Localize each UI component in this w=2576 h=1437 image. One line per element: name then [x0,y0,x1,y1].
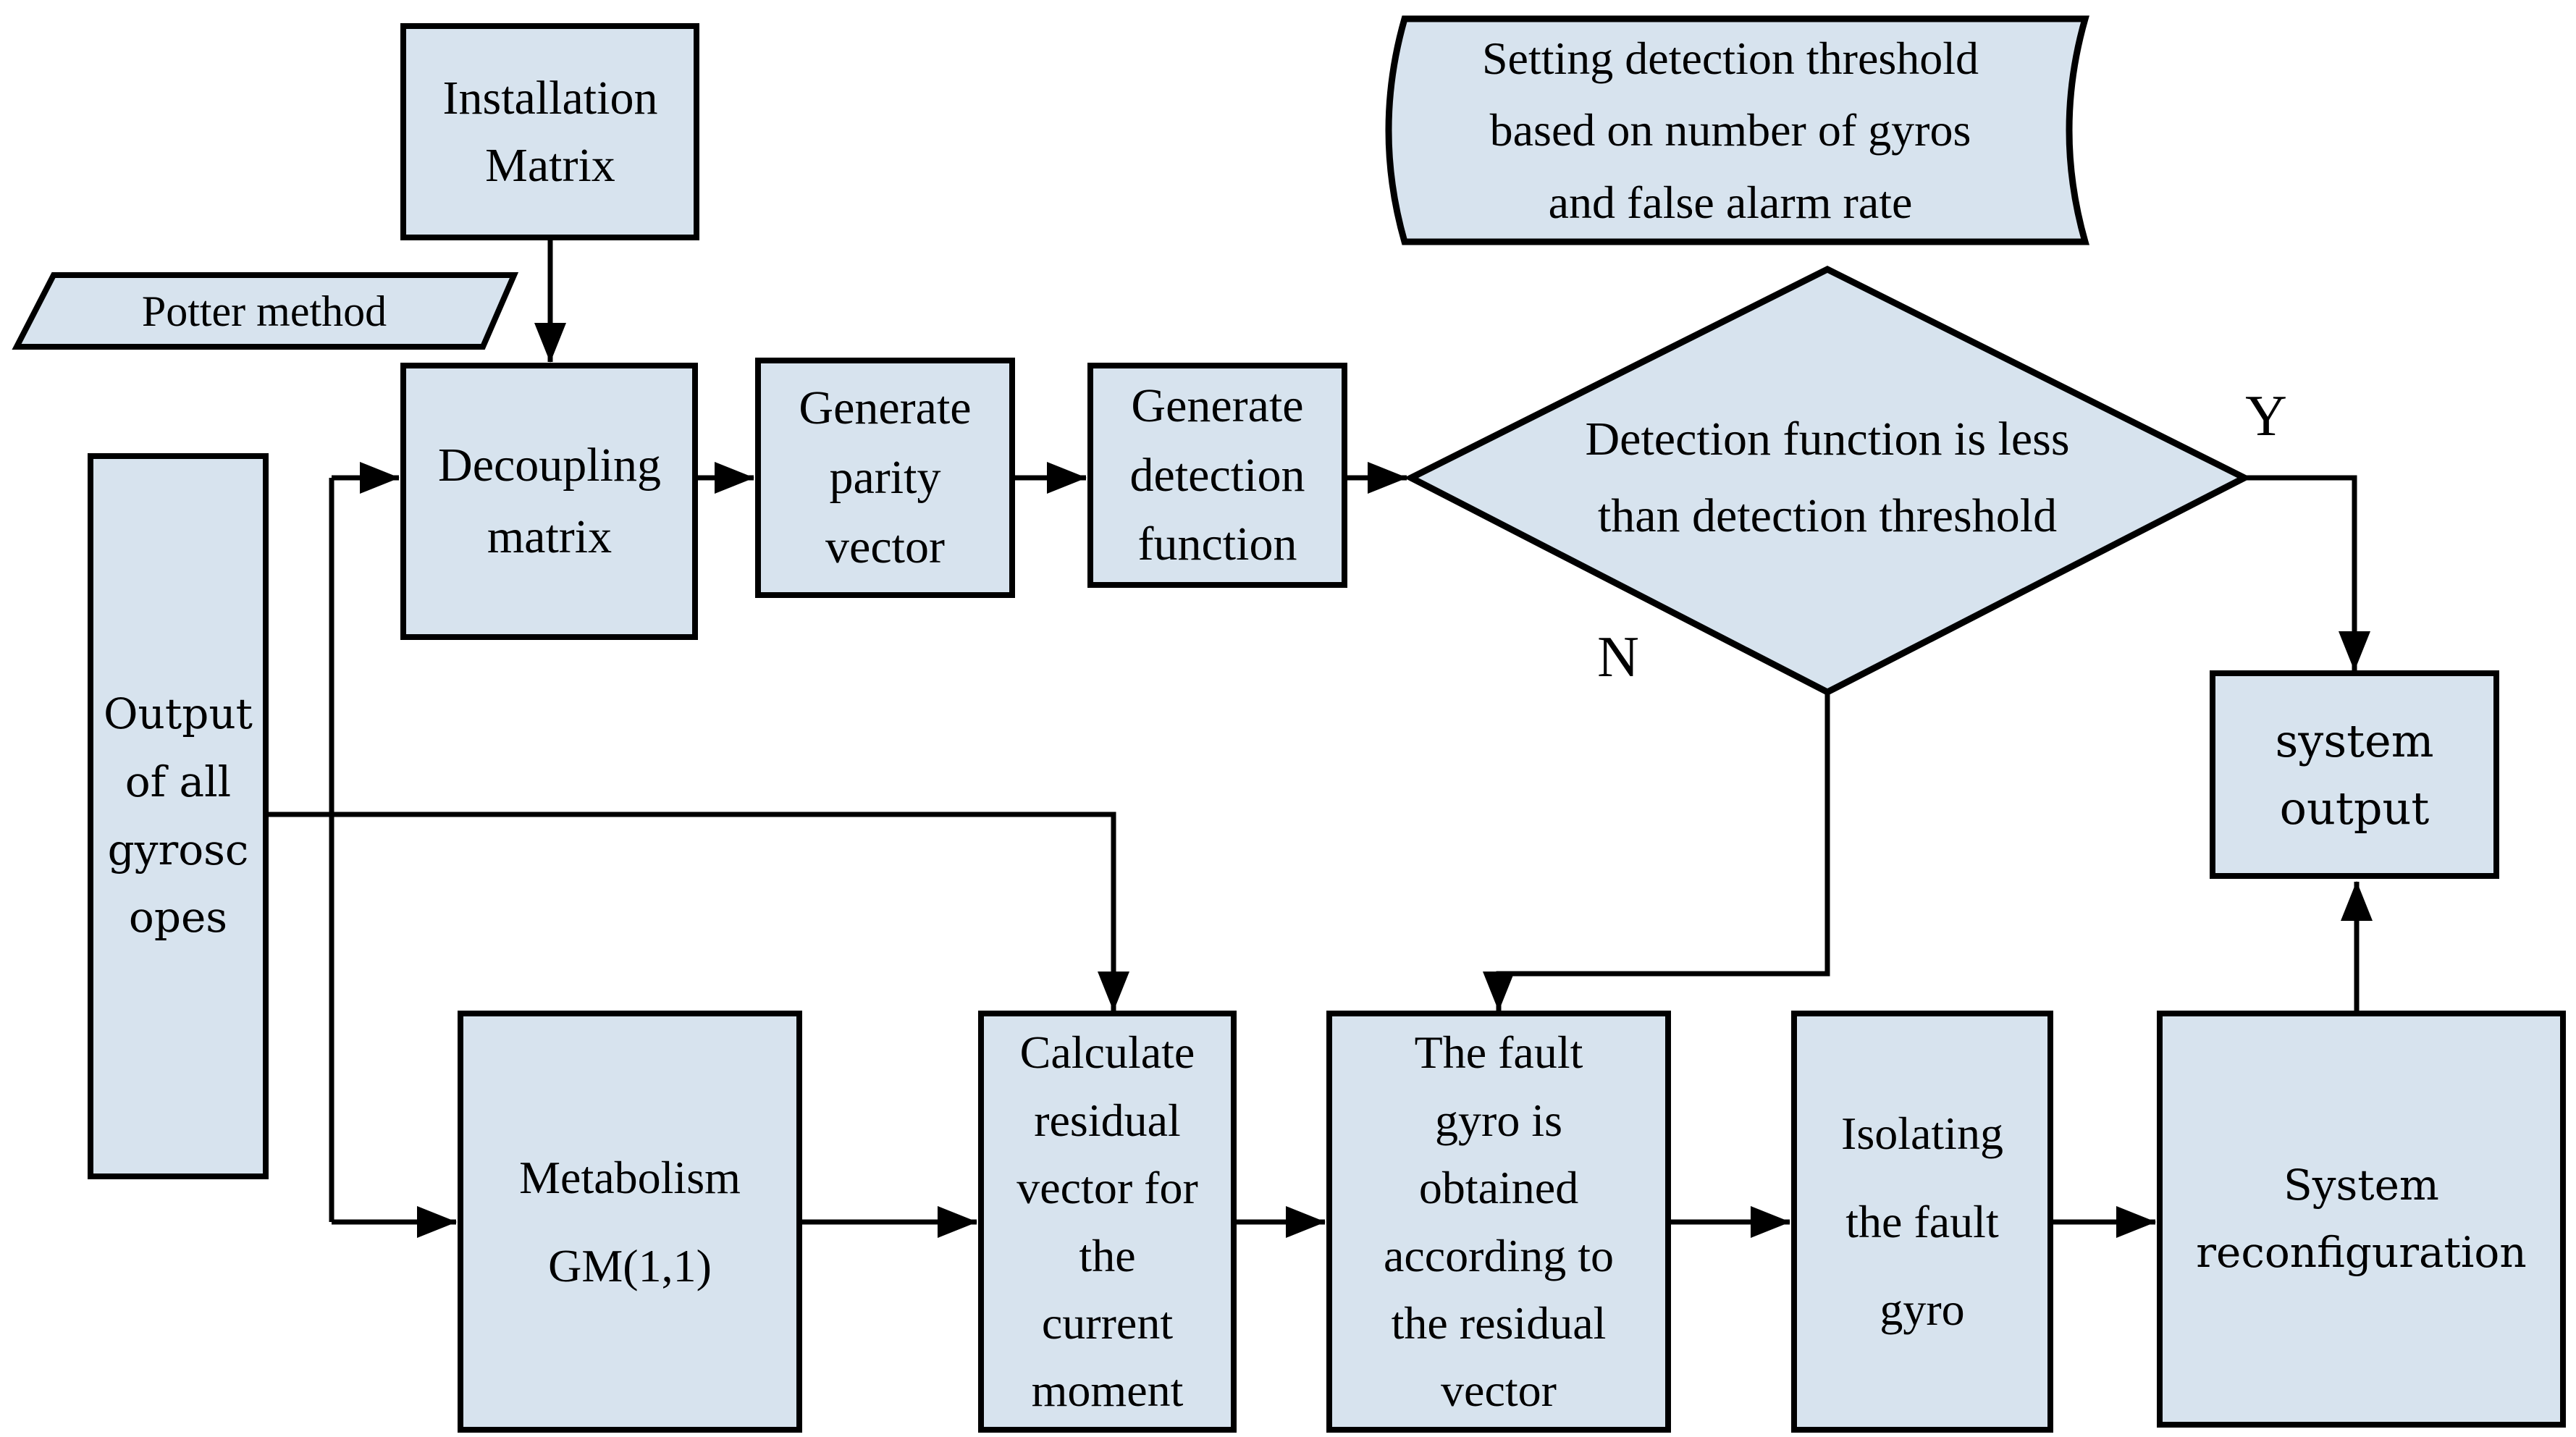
threshold-note-card [1385,15,2089,245]
system-output-label: system output [2275,715,2434,835]
threshold-note-label: Setting detection threshold based on num… [1481,33,1979,228]
installation-matrix-box [400,23,699,240]
edge-label-yes: Y [2245,384,2287,448]
calculate-residual-box [978,1011,1237,1433]
decoupling-matrix-box [400,363,698,640]
decision-diamond [1404,265,2252,696]
system-reconfiguration-label: System reconfiguration [2196,1160,2527,1277]
system-output-box [2210,670,2499,879]
potter-method-label: Potter method [141,287,387,335]
gyro-output-label: Output of all gyrosc opes [103,688,253,943]
generate-parity-vector-label: Generate parity vector [799,382,972,573]
fault-gyro-label: The fault gyro is obtained according to … [1383,1027,1615,1417]
edge-label-no: N [1597,625,1639,689]
calculate-residual-label: Calculate residual vector for the curren… [1016,1027,1198,1417]
connector-decision-no-to-fault-gyro [1483,694,1830,1011]
system-reconfiguration-box [2157,1011,2566,1428]
connector-decision-yes-to-system-output [2246,475,2370,671]
decision-label: Detection function is less than detectio… [1585,413,2070,542]
generate-detection-function-label: Generate detection function [1129,379,1305,571]
installation-matrix-label: Installation Matrix [442,72,658,192]
potter-method-parallelogram [12,272,519,350]
gyro-output-box [88,453,269,1179]
metabolism-label: Metabolism GM(1,1) [519,1151,741,1291]
metabolism-box [458,1011,802,1433]
isolating-box [1791,1011,2053,1433]
generate-detection-function-box [1087,363,1347,588]
fault-gyro-box [1326,1011,1671,1433]
decoupling-matrix-label: Decoupling matrix [438,439,661,563]
generate-parity-vector-box [755,358,1015,598]
isolating-label: Isolating the fault gyro [1841,1108,2003,1336]
connector-gyro-output-to-calculate [265,812,1129,1011]
